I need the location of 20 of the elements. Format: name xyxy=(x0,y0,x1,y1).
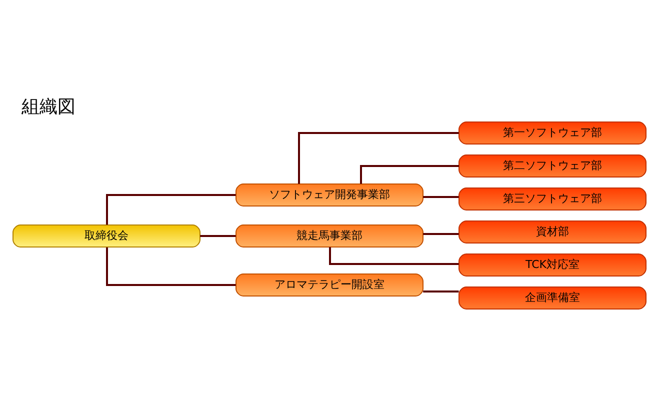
node-box: 競走馬事業部 xyxy=(236,224,424,247)
node-box: 企画準備室 xyxy=(458,286,646,309)
connector xyxy=(423,232,459,234)
node-box: 資材部 xyxy=(458,220,646,243)
node-box: アロマテラピー開設室 xyxy=(236,273,424,296)
diagram-title: 組織図 xyxy=(22,96,76,117)
node-box: 取締役会 xyxy=(12,224,200,247)
node-box: 第二ソフトウェア部 xyxy=(458,154,646,177)
node-box: 第三ソフトウェア部 xyxy=(458,187,646,210)
node-box: ソフトウェア開発事業部 xyxy=(236,183,424,206)
connector xyxy=(200,234,236,236)
node-box: 第一ソフトウェア部 xyxy=(458,121,646,144)
node-box: TCK対応室 xyxy=(458,253,646,276)
connector xyxy=(360,164,459,184)
connector xyxy=(329,246,459,264)
connector xyxy=(106,246,236,286)
connector xyxy=(423,196,459,198)
connector xyxy=(423,290,459,292)
connector xyxy=(106,194,236,224)
connector xyxy=(298,132,459,184)
